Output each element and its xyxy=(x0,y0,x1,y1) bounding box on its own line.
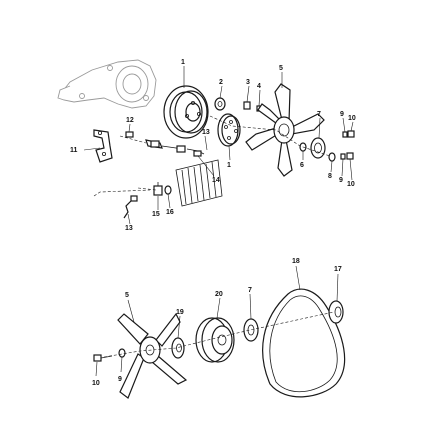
callout-10: 10 xyxy=(347,181,355,188)
water-pump-housing xyxy=(57,59,157,109)
callout-2: 2 xyxy=(219,79,223,86)
pulley-17 xyxy=(328,300,344,324)
pulley-1 xyxy=(163,85,209,139)
washer-16 xyxy=(164,185,172,195)
fan-hub-disk xyxy=(217,113,241,147)
leader-lines xyxy=(83,66,354,377)
pulley-20 xyxy=(195,317,235,363)
callout-18: 18 xyxy=(292,258,300,265)
callout-7: 7 xyxy=(317,111,321,118)
callout-13: 13 xyxy=(202,129,210,136)
spacer-7-lower xyxy=(243,318,259,342)
callout-8: 8 xyxy=(328,173,332,180)
callout-1: 1 xyxy=(181,59,185,66)
spacer-7-upper xyxy=(310,137,326,159)
callout-9: 9 xyxy=(340,111,344,118)
bolt-9-10-bottom xyxy=(340,152,354,160)
callout-16: 16 xyxy=(166,209,174,216)
callout-10: 10 xyxy=(92,380,100,387)
callout-13: 13 xyxy=(125,225,133,232)
drive-belt-18 xyxy=(262,288,346,398)
callout-10: 10 xyxy=(348,115,356,122)
callout-9: 9 xyxy=(339,177,343,184)
sensor-15 xyxy=(153,182,163,196)
callout-12: 12 xyxy=(126,117,134,124)
bolt-9-10-top xyxy=(342,130,355,138)
washer-8 xyxy=(328,152,336,162)
bolt-10-lower xyxy=(93,354,113,362)
callout-14: 14 xyxy=(212,177,220,184)
callout-4: 4 xyxy=(257,83,261,90)
callout-3: 3 xyxy=(246,79,250,86)
callout-11: 11 xyxy=(70,147,78,154)
callout-1: 1 xyxy=(227,162,231,169)
upper-axis-lines xyxy=(93,115,331,197)
callout-5: 5 xyxy=(279,65,283,72)
callout-5: 5 xyxy=(125,292,129,299)
lower-axis-line xyxy=(103,311,335,358)
callout-9: 9 xyxy=(118,376,122,383)
callout-15: 15 xyxy=(152,211,160,218)
washer-9-lower xyxy=(118,348,126,358)
wire-13 xyxy=(123,195,138,219)
callout-6: 6 xyxy=(300,162,304,169)
fan-5-upper xyxy=(245,83,325,177)
hose-connector-13 xyxy=(145,139,205,157)
callout-7: 7 xyxy=(248,287,252,294)
callout-17: 17 xyxy=(334,266,342,273)
washer-3 xyxy=(243,101,251,110)
callout-19: 19 xyxy=(176,309,184,316)
callout-20: 20 xyxy=(215,291,223,298)
plug-12 xyxy=(125,131,134,138)
spacer-2 xyxy=(214,97,226,111)
radiator-edge xyxy=(175,159,223,207)
callout-labels: 1 2 3 4 5 7 6 9 10 8 9 10 12 13 11 14 15… xyxy=(70,59,356,387)
bracket-11 xyxy=(93,129,113,163)
